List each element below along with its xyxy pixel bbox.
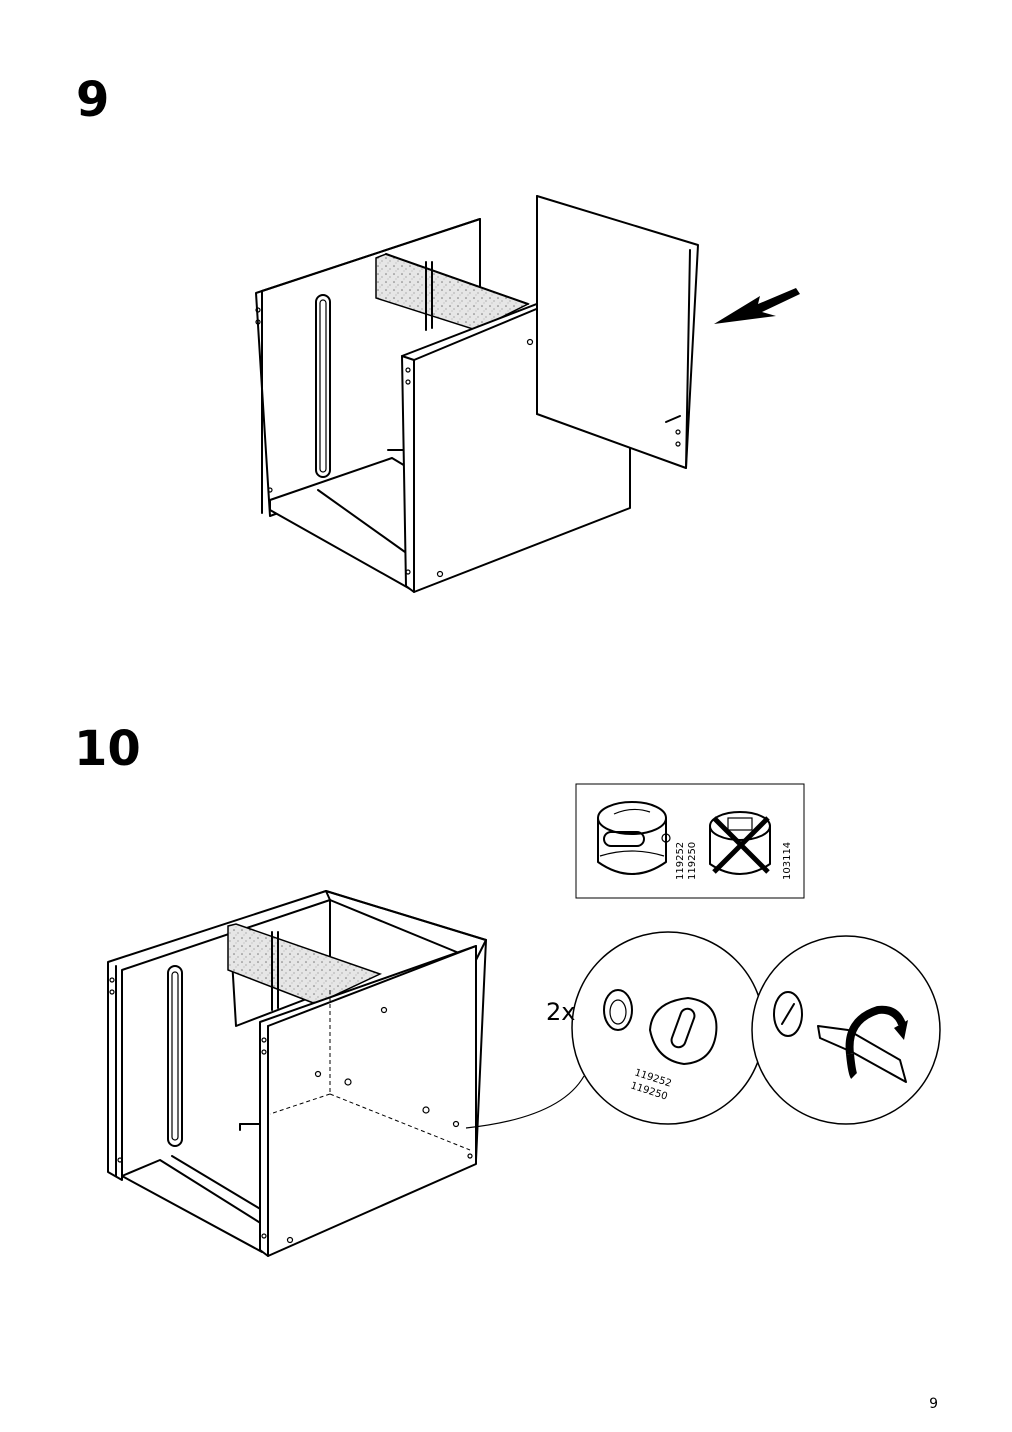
step-9-illustration	[255, 195, 800, 593]
cam-lock-incorrect-icon	[709, 811, 771, 875]
page-number: 9	[929, 1396, 938, 1412]
assembled-cabinet-frame	[107, 890, 487, 1257]
step-9-number: 9	[76, 72, 110, 128]
cam-tighten-detail-circle	[751, 935, 941, 1125]
part-code-119252: 119252	[675, 842, 686, 880]
quantity-label: 2x	[546, 998, 575, 1026]
cam-insert-detail-circle: 2x 119252 119250	[546, 931, 765, 1125]
loose-back-panel	[536, 195, 699, 469]
part-code-103114: 103114	[782, 842, 793, 880]
direction-arrow-icon	[714, 288, 800, 324]
step-10-illustration: 119252 119250 103114 2x 119252 119250	[107, 783, 941, 1257]
cam-lock-compatibility-box: 119252 119250 103114	[575, 783, 805, 899]
part-code-119250: 119250	[687, 842, 698, 880]
cam-lock-correct-icon	[597, 801, 671, 875]
step-10-number: 10	[74, 721, 141, 777]
